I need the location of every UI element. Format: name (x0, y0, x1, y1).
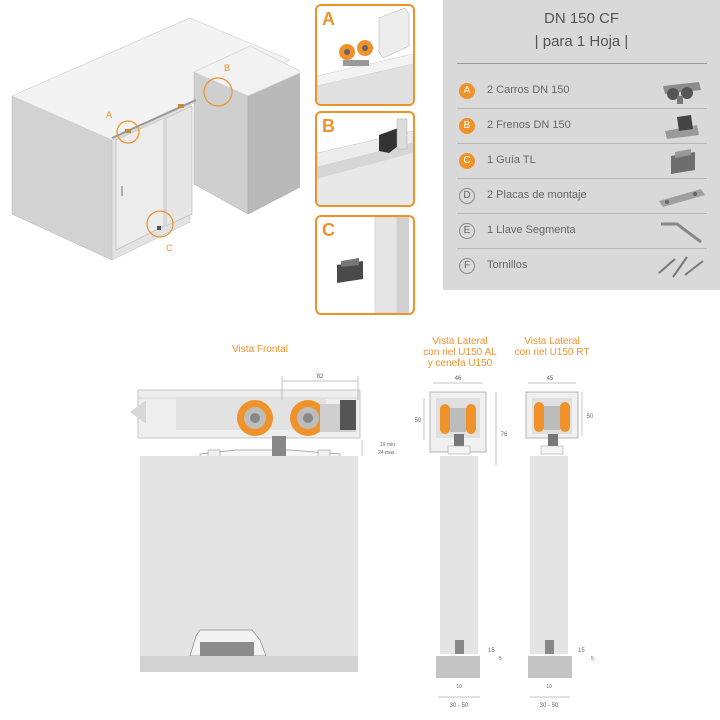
dim-label: 10 (456, 684, 462, 690)
side-view-al: 46 50 76 15 5 10 30 - 50 (415, 376, 508, 709)
sliding-door-1 (115, 117, 165, 251)
detail-panel-c: C (315, 215, 415, 315)
side-view-al-title: Vista Lateral con riel U150 AL y cenefa … (412, 336, 508, 369)
dim-label: 50 (415, 418, 422, 424)
kit-item-label: 1 Llave Segmenta (487, 224, 576, 236)
trolley-detail-drawing (317, 7, 413, 104)
kit-item: F Tornillos (457, 249, 707, 283)
kit-subtitle: | para 1 Hoja | (534, 33, 629, 50)
brake-icon (665, 115, 699, 139)
kit-badge: B (459, 118, 475, 134)
front-view: 82 19 min. 24 max. (130, 374, 396, 672)
side-view-rt-title-line: Vista Lateral (524, 336, 580, 347)
dim-label: 46 (455, 376, 462, 382)
side-view-rt-title-line: con riel U150 RT (514, 347, 590, 358)
callout-circle-a (116, 120, 140, 144)
kit-item-label: 2 Frenos DN 150 (487, 119, 571, 131)
detail-panel-b: B (315, 111, 415, 207)
door-edge (530, 456, 568, 654)
floor (528, 656, 572, 678)
kit-item-label: Tornillos (487, 259, 528, 271)
guide-marker (157, 226, 161, 230)
sliding-door-2 (165, 105, 193, 227)
detail-tag: A (322, 9, 335, 29)
brake-block (340, 400, 356, 430)
kit-badge: C (459, 153, 475, 169)
dim-label: 15 (488, 648, 495, 654)
dim-label: 45 (547, 376, 554, 382)
kit-contents-panel: DN 150 CF | para 1 Hoja | A 2 Carros DN … (443, 0, 720, 290)
callout-label-c: C (166, 243, 173, 253)
dim-label: 82 (317, 374, 324, 380)
floor (140, 656, 358, 672)
dim-label: 10 (546, 684, 552, 690)
brake-detail-drawing (317, 118, 413, 205)
kit-item: D 2 Placas de montaje (457, 179, 707, 214)
kit-badge: A (459, 83, 475, 99)
side-view-al-title-line: Vista Lateral (432, 336, 488, 347)
dim-label: 5 (591, 656, 594, 662)
kit-item: B 2 Frenos DN 150 (457, 109, 707, 144)
dim-label: 30 - 50 (450, 703, 469, 709)
dim-label: 24 max. (378, 450, 396, 456)
side-view-rt: 45 50 15 5 10 30 - 50 (525, 376, 594, 709)
kit-item: A 2 Carros DN 150 (457, 74, 707, 109)
door-panel (140, 456, 358, 656)
door-edge (440, 456, 478, 654)
side-view-al-title-line: y cenefa U150 (427, 358, 493, 369)
side-view-al-title-line: con riel U150 AL (423, 347, 497, 358)
callout-label-a: A (106, 110, 112, 120)
kit-divider (457, 63, 707, 64)
dim-label: 76 (501, 432, 508, 438)
kit-badge: F (459, 258, 475, 274)
mounting-plate-icon (659, 189, 705, 207)
callout-circle-b (203, 77, 233, 107)
isometric-installation-view: A B C (11, 17, 300, 261)
guide-detail-drawing (337, 217, 409, 313)
detail-tag: B (322, 116, 335, 136)
trolley-marker (178, 104, 184, 108)
dim-label: 30 - 50 (540, 703, 559, 709)
front-view-title: Vista Frontal (232, 344, 288, 355)
kit-badge: D (459, 188, 475, 204)
kit-item-label: 2 Carros DN 150 (487, 84, 570, 96)
wrench-icon (661, 222, 702, 244)
callout-label-b: B (224, 63, 230, 73)
side-view-rt-title: Vista Lateral con riel U150 RT (506, 336, 598, 358)
dim-label: 19 min. (380, 442, 396, 448)
trolley-marker (125, 129, 131, 133)
guide-icon (671, 149, 695, 174)
ceiling (11, 17, 291, 141)
detail-panel-a: A (315, 4, 415, 106)
floor (436, 656, 480, 678)
kit-item: C 1 Guía TL (457, 144, 707, 179)
kit-item-label: 2 Placas de montaje (487, 189, 587, 201)
callout-circle-c (146, 210, 174, 238)
kit-badge: E (459, 223, 475, 239)
kit-title: DN 150 CF (543, 10, 620, 27)
screws-icon (658, 256, 704, 278)
kit-item-label: 1 Guía TL (487, 154, 536, 166)
dim-label: 50 (587, 414, 594, 420)
trolley-icon (663, 82, 701, 104)
dim-label: 15 (578, 648, 585, 654)
dim-label: 5 (499, 656, 502, 662)
detail-tag: C (322, 220, 335, 240)
kit-item: E 1 Llave Segmenta (457, 214, 707, 249)
